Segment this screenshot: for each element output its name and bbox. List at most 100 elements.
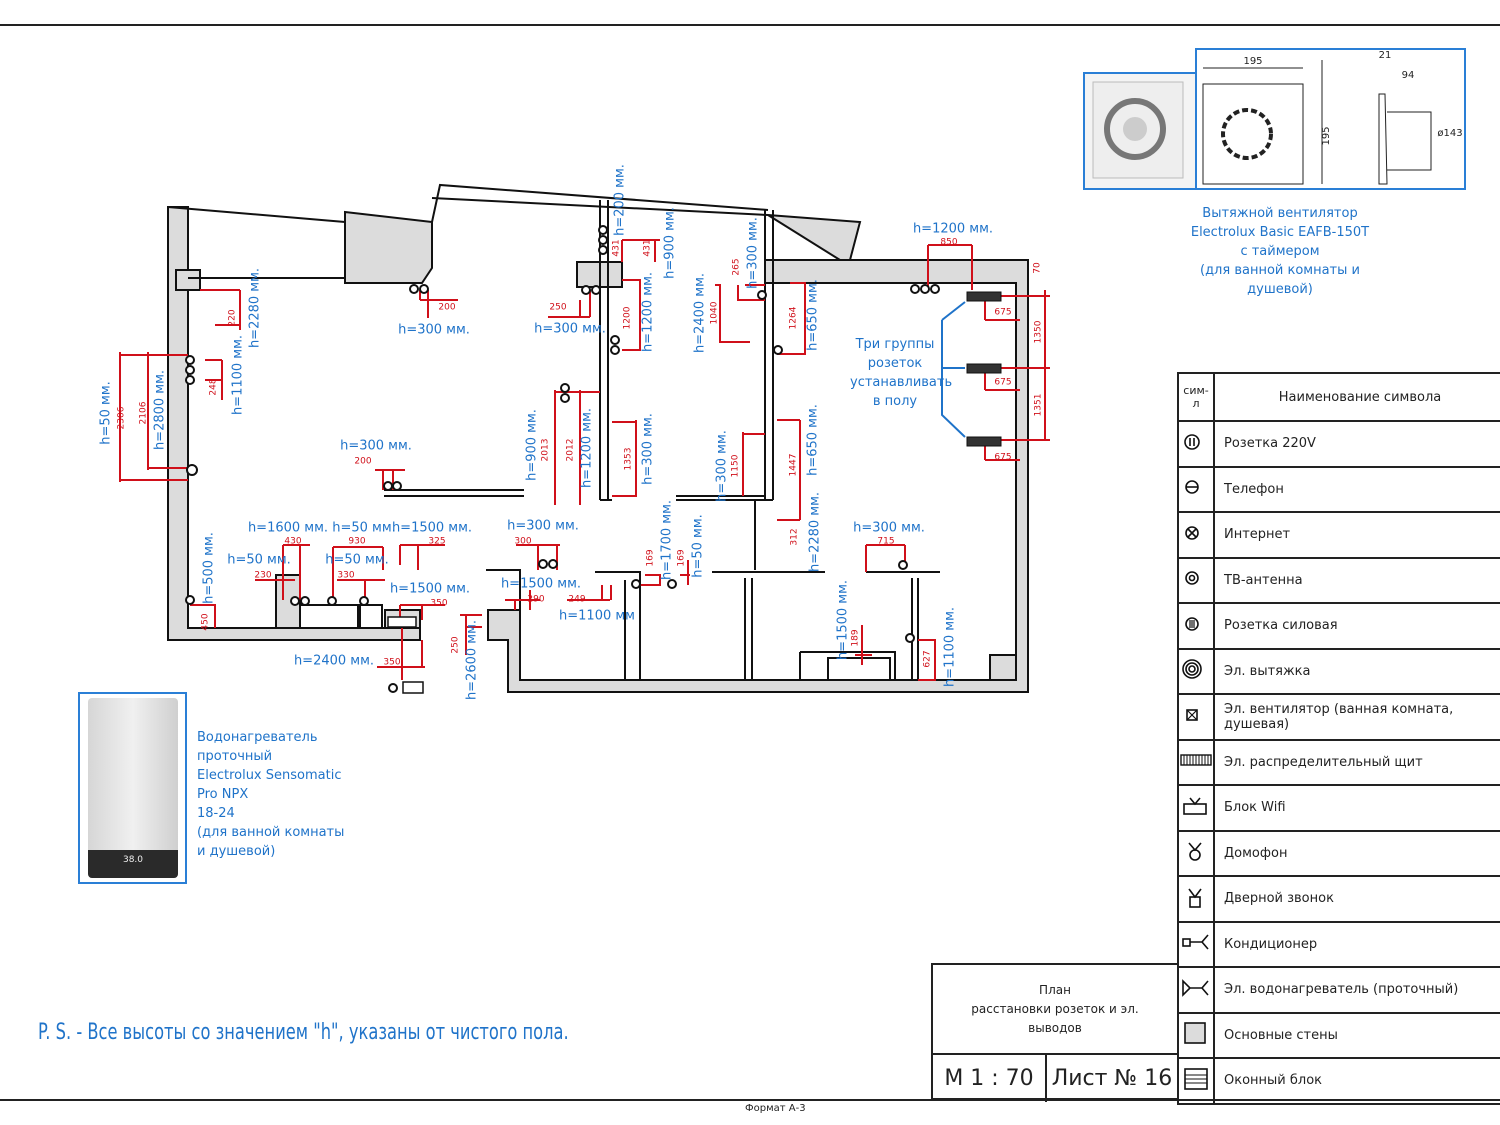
legend-label: Розетка 220V bbox=[1213, 420, 1500, 468]
fan-width-dim: 195 bbox=[1243, 56, 1263, 67]
dimension-value: 2306 bbox=[116, 406, 127, 430]
legend-row: Эл. распределительный щит bbox=[1177, 738, 1500, 786]
sheet-bottom-border bbox=[0, 1099, 1500, 1101]
dimension-value: 350 bbox=[430, 598, 448, 609]
legend-label: Блок Wifi bbox=[1213, 784, 1500, 832]
legend-label: Основные стены bbox=[1213, 1011, 1500, 1059]
height-label: h=50 мм. bbox=[690, 514, 706, 578]
legend-label: Эл. распределительный щит bbox=[1213, 738, 1500, 786]
height-label: h=1200 мм. bbox=[579, 407, 595, 489]
legend-label: Оконный блок bbox=[1213, 1057, 1500, 1105]
dimension-value: 1200 bbox=[622, 306, 633, 330]
floor-sockets-note: Три группы розеток устанавливать в полу bbox=[850, 335, 952, 411]
legend-row: Эл. вентилятор (ванная комната, душевая) bbox=[1177, 693, 1500, 741]
dimension-value: 1264 bbox=[788, 306, 799, 330]
height-label: h=1700 мм. bbox=[659, 499, 675, 581]
legend-name-header: Наименование символа bbox=[1213, 372, 1500, 422]
height-label: h=300 мм. bbox=[534, 321, 606, 337]
height-label: h=1600 мм. bbox=[247, 520, 329, 536]
floor-sockets-arrows bbox=[941, 301, 966, 438]
water-heater-icon bbox=[1177, 966, 1215, 1014]
height-label: h=500 мм. bbox=[201, 532, 217, 604]
dimension-value: 431 bbox=[642, 239, 653, 257]
dimension-value: 350 bbox=[383, 657, 401, 668]
legend-row: Оконный блок bbox=[1177, 1057, 1500, 1105]
dimension-value: 1353 bbox=[623, 447, 634, 471]
height-label: h=1500 мм. bbox=[835, 579, 851, 661]
main-wall-icon bbox=[1177, 1011, 1215, 1059]
height-label: h=1100 мм. bbox=[942, 606, 958, 688]
heater-caption: Водонагреватель проточный Electrolux Sen… bbox=[197, 728, 344, 861]
caption-line: Вытяжной вентилятор bbox=[1202, 206, 1358, 221]
dimension-value: 430 bbox=[284, 536, 302, 547]
legend-label: Телефон bbox=[1213, 465, 1500, 513]
window-block-icon bbox=[1177, 1057, 1215, 1105]
legend-row: Розетка силовая bbox=[1177, 602, 1500, 650]
dimension-value: 675 bbox=[994, 377, 1012, 388]
dimension-value: 1351 bbox=[1033, 393, 1044, 417]
legend-symbol-header: сим-л bbox=[1177, 372, 1215, 422]
power-socket-icon bbox=[1177, 602, 1215, 650]
fan-drawing: 195 195 21 94 ø143 bbox=[1195, 48, 1466, 190]
title-block: План расстановки розеток и эл. выводов М… bbox=[931, 963, 1177, 1102]
height-label: h=1100 мм bbox=[559, 608, 635, 624]
height-label: h=2400 мм. bbox=[692, 272, 708, 354]
legend-row: Телефон bbox=[1177, 465, 1500, 513]
format-label: Формат А-3 bbox=[745, 1103, 806, 1114]
height-label: h=300 мм. bbox=[398, 322, 470, 338]
intercom-icon bbox=[1177, 829, 1215, 877]
legend-header: сим-л Наименование символа bbox=[1177, 372, 1500, 422]
dimension-value: 250 bbox=[549, 302, 567, 313]
legend-row: Основные стены bbox=[1177, 1011, 1500, 1059]
height-label: h=1100 мм. bbox=[230, 334, 246, 416]
caption-line: Водонагреватель bbox=[197, 730, 318, 745]
dimension-value: 325 bbox=[428, 536, 446, 547]
legend-row: Домофон bbox=[1177, 829, 1500, 877]
height-label: h=1500 мм. bbox=[391, 520, 473, 536]
height-label: h=2600 мм. bbox=[464, 619, 480, 701]
note-line: Три группы bbox=[855, 337, 935, 352]
caption-line: (для ванной комнаты bbox=[197, 825, 345, 840]
note-line: в полу bbox=[872, 394, 918, 409]
legend-label: Кондиционер bbox=[1213, 920, 1500, 968]
dimension-value: 70 bbox=[1032, 262, 1043, 274]
dimension-value: 290 bbox=[527, 594, 545, 605]
caption-line: (для ванной комнаты и душевой) bbox=[1200, 263, 1360, 297]
title-line: План bbox=[1039, 982, 1071, 997]
legend-row: ТВ-антенна bbox=[1177, 556, 1500, 604]
height-label: h=900 мм. bbox=[524, 409, 540, 481]
dimension-value: 1040 bbox=[709, 301, 720, 325]
height-label: h=2800 мм. bbox=[152, 369, 168, 451]
dimension-value: 200 bbox=[354, 456, 372, 467]
dimension-value: 715 bbox=[877, 536, 895, 547]
dimension-value: 675 bbox=[994, 452, 1012, 463]
dimension-value: 189 bbox=[850, 629, 861, 647]
height-label: h=300 мм. bbox=[714, 430, 730, 502]
height-label: h=650 мм. bbox=[805, 404, 821, 476]
height-label: h=300 мм. bbox=[640, 413, 656, 485]
height-label: h=2400 мм. bbox=[293, 653, 375, 669]
dimension-value: 2106 bbox=[138, 401, 149, 425]
dimension-value: 200 bbox=[438, 302, 456, 313]
ps-note: P. S. - Все высоты со значением "h", ука… bbox=[38, 1020, 569, 1045]
fan-icon bbox=[1092, 81, 1184, 179]
legend-row: Розетка 220V bbox=[1177, 420, 1500, 468]
dimension-value: 330 bbox=[337, 570, 355, 581]
dimension-value: 220 bbox=[227, 309, 238, 327]
height-label: h=300 мм. bbox=[340, 438, 412, 454]
title-line: выводов bbox=[1028, 1020, 1082, 1035]
distribution-board-icon bbox=[1177, 738, 1215, 786]
fan-photo bbox=[1083, 72, 1197, 190]
caption-line: Electrolux Sensomatic bbox=[197, 768, 342, 783]
caption-line: 18-24 bbox=[197, 806, 235, 821]
drawing-title: План расстановки розеток и эл. выводов bbox=[933, 965, 1177, 1055]
dimension-value: 248 bbox=[208, 378, 219, 396]
dimension-value: 1447 bbox=[788, 453, 799, 477]
fan-depth-dim: 21 bbox=[1378, 50, 1392, 61]
legend-label: Дверной звонок bbox=[1213, 875, 1500, 923]
water-heater-photo: 38.0 bbox=[78, 692, 187, 884]
caption-line: проточный bbox=[197, 749, 273, 764]
